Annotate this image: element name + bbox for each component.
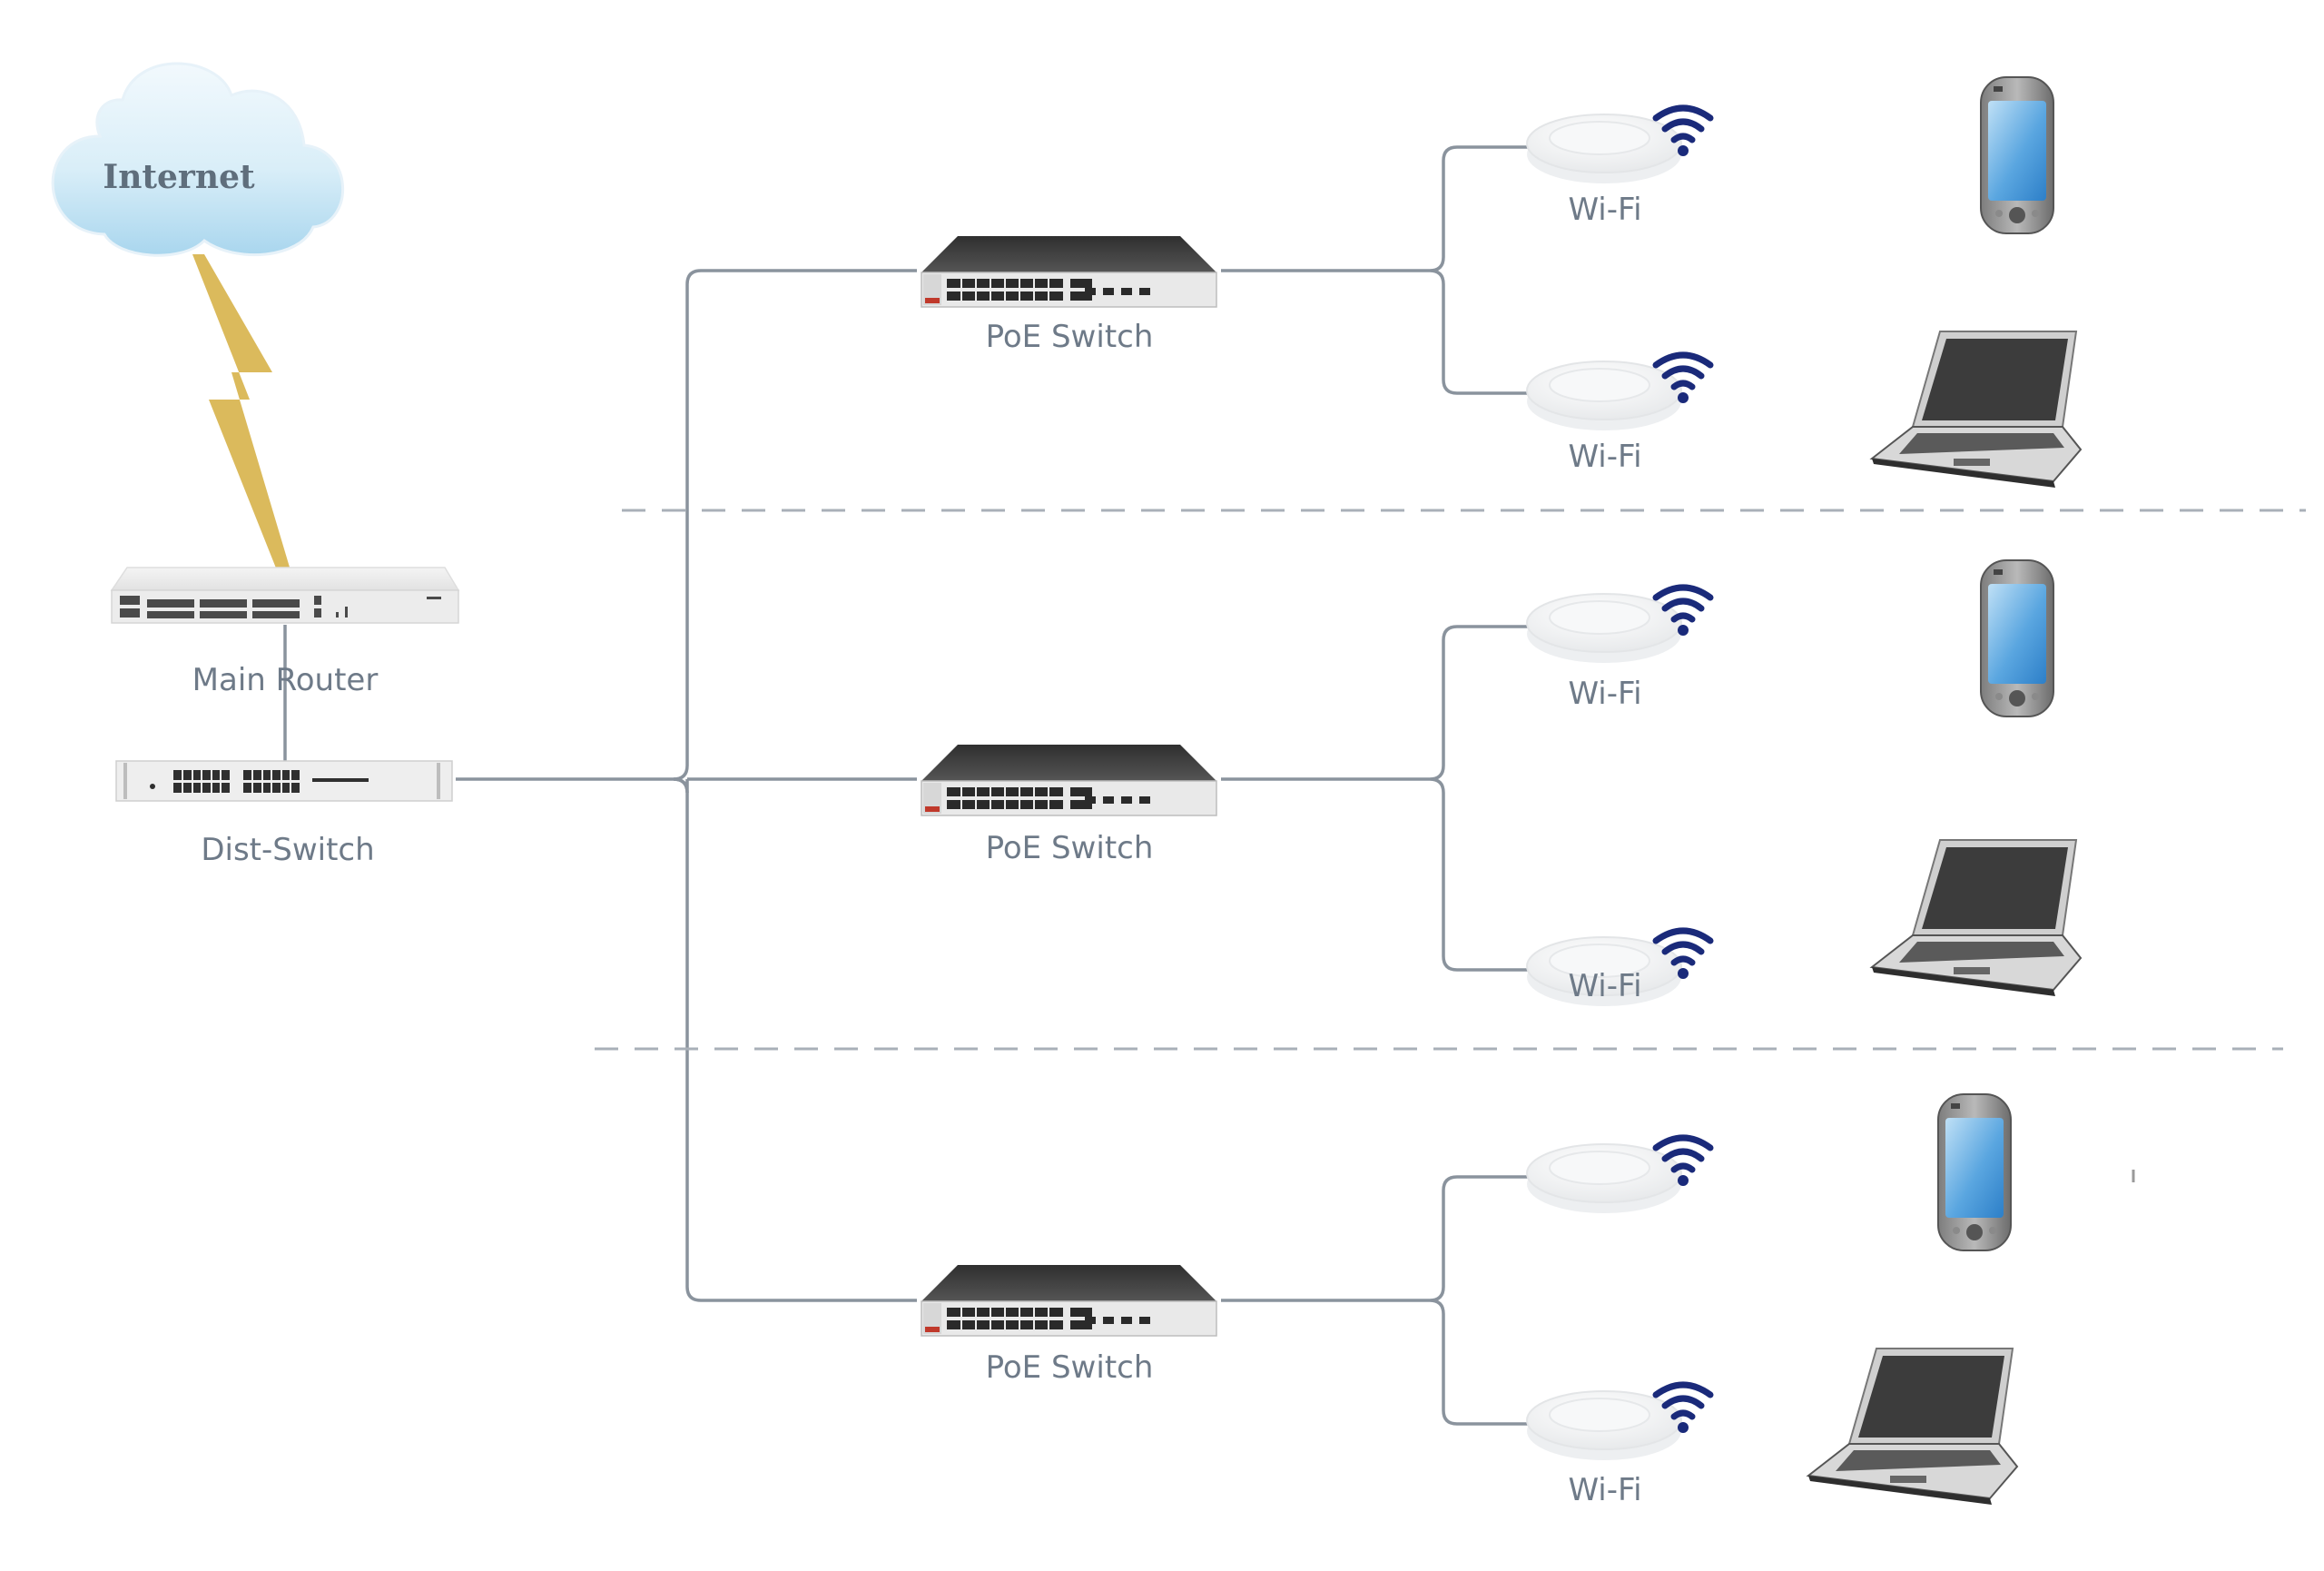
dist-switch[interactable] <box>115 760 453 802</box>
poe-1-to-ap-links <box>1221 145 1534 395</box>
laptop-icon <box>1871 331 2082 489</box>
dist-to-trunk-link <box>456 269 917 781</box>
smartphone-icon <box>1937 1093 2012 1251</box>
internet-cloud: Internet <box>51 62 344 257</box>
lightning-icon <box>192 254 290 570</box>
switch-icon <box>115 760 453 802</box>
poe-2-to-ap-links <box>1221 625 1534 972</box>
client-laptop-2[interactable] <box>1871 839 2082 997</box>
access-point-icon <box>1526 114 1682 184</box>
access-point-3-1[interactable] <box>1526 1138 1710 1214</box>
access-point-2-1[interactable] <box>1526 588 1710 664</box>
access-point-1-2-label: Wi-Fi <box>1568 439 1641 475</box>
dist-switch-label: Dist-Switch <box>201 832 374 868</box>
client-phone-2[interactable] <box>1980 559 2054 717</box>
main-router-label: Main Router <box>192 662 379 698</box>
trunk-to-poe-2-link <box>673 777 917 794</box>
access-point-1-2[interactable] <box>1526 355 1710 431</box>
access-point-3-2-label: Wi-Fi <box>1568 1472 1641 1508</box>
poe-switch-2-label: PoE Switch <box>986 830 1154 866</box>
poe-switch-3-label: PoE Switch <box>986 1349 1154 1386</box>
trunk-to-poe-3-link <box>673 777 917 1302</box>
client-phone-1[interactable] <box>1980 76 2054 234</box>
poe-switch-2[interactable] <box>921 744 1217 816</box>
laptop-icon <box>1871 839 2082 997</box>
router-icon <box>110 567 460 624</box>
client-laptop-3[interactable] <box>1807 1348 2018 1506</box>
access-point-1-1[interactable] <box>1526 108 1710 184</box>
section-1: PoE Switch Wi-Fi Wi-Fi <box>921 76 2082 489</box>
poe-switch-1[interactable] <box>921 235 1217 308</box>
access-point-2-1-label: Wi-Fi <box>1568 676 1641 712</box>
cloud-icon <box>51 62 344 257</box>
client-phone-3[interactable] <box>1937 1093 2012 1251</box>
access-point-icon <box>1526 1390 1682 1461</box>
section-2: PoE Switch Wi-Fi Wi-Fi <box>921 559 2082 1007</box>
smartphone-icon <box>1980 559 2054 717</box>
access-point-icon <box>1526 1143 1682 1214</box>
poe-switch-3[interactable] <box>921 1264 1217 1337</box>
poe-switch-icon <box>921 744 1217 816</box>
internet-label: Internet <box>103 158 255 196</box>
laptop-icon <box>1807 1348 2018 1506</box>
poe-switch-1-label: PoE Switch <box>986 319 1154 355</box>
poe-3-to-ap-links <box>1221 1175 1534 1426</box>
smartphone-icon <box>1980 76 2054 234</box>
access-point-3-2[interactable] <box>1526 1385 1710 1461</box>
main-router[interactable] <box>110 567 460 624</box>
section-3: PoE Switch Wi-Fi <box>921 1093 2018 1508</box>
poe-switch-icon <box>921 235 1217 308</box>
access-point-2-2-label: Wi-Fi <box>1568 968 1641 1004</box>
access-point-icon <box>1526 593 1682 664</box>
access-point-icon <box>1526 361 1682 431</box>
access-point-1-1-label: Wi-Fi <box>1568 192 1641 228</box>
poe-switch-icon <box>921 1264 1217 1337</box>
client-laptop-1[interactable] <box>1871 331 2082 489</box>
